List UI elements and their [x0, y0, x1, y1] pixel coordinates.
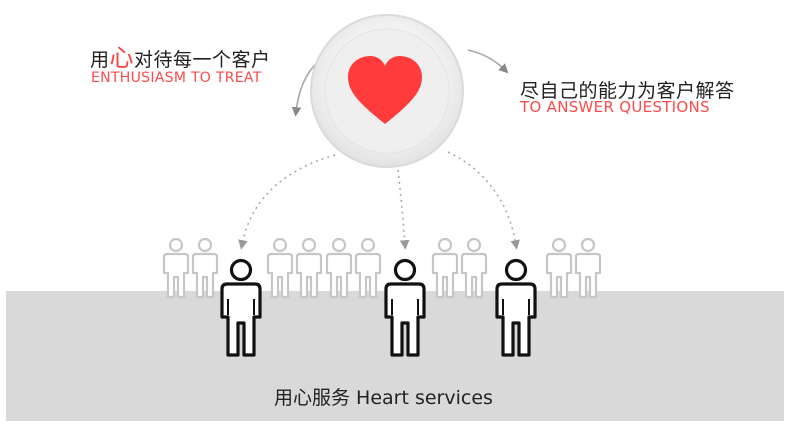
left-slogan-cn: 用心对待每一个客户	[90, 38, 271, 73]
person-icon	[460, 237, 488, 299]
right-slogan-cn: 尽自己的能力为客户解答	[520, 80, 735, 102]
person-icon	[191, 237, 219, 299]
left-slogan-suffix: 对待每一个客户	[134, 49, 271, 71]
person-icon	[325, 237, 353, 299]
person-icon	[295, 237, 323, 299]
right-slogan-en: TO ANSWER QUESTIONS	[520, 98, 710, 116]
left-slogan-prefix: 用	[90, 49, 110, 71]
caption: 用心服务 Heart services	[274, 387, 493, 409]
person-icon	[266, 237, 294, 299]
dotted-arrow-icon	[397, 169, 410, 250]
heart-icon	[348, 56, 422, 124]
person-icon	[574, 237, 602, 299]
person-icon	[384, 258, 426, 357]
person-icon	[220, 258, 262, 357]
dotted-arrow-icon	[447, 151, 520, 250]
person-icon	[495, 258, 537, 357]
people-group-foreground	[220, 258, 537, 357]
left-slogan-accent: 心	[109, 44, 135, 72]
heart-badge	[310, 14, 464, 168]
person-icon	[354, 237, 382, 299]
left-slogan-en: ENTHUSIASM TO TREAT	[91, 70, 262, 86]
person-icon	[431, 237, 459, 299]
curved-arrow-icon	[467, 49, 509, 74]
person-icon	[162, 237, 190, 299]
person-icon	[545, 237, 573, 299]
dotted-arrow-icon	[238, 154, 336, 250]
